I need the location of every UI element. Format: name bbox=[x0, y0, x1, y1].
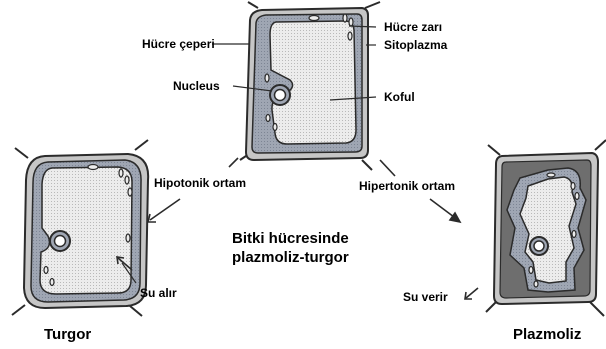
label-hypotonic-medium: Hipotonik ortam bbox=[154, 176, 246, 190]
label-vacuole: Koful bbox=[384, 90, 415, 104]
normal-cell bbox=[240, 2, 380, 170]
label-turgor: Turgor bbox=[44, 326, 91, 344]
label-cell-membrane: Hücre zarı bbox=[384, 20, 442, 34]
label-water-out: Su verir bbox=[403, 290, 448, 304]
nucleus-shape bbox=[270, 85, 290, 105]
diagram-title-line1: Bitki hücresinde bbox=[232, 229, 349, 248]
turgor-cell bbox=[12, 140, 148, 316]
label-water-in: Su alır bbox=[140, 286, 177, 300]
diagram-title-line2: plazmoliz-turgor bbox=[232, 248, 349, 267]
nucleus-shape bbox=[50, 231, 70, 251]
label-hypertonic-medium: Hipertonik ortam bbox=[359, 179, 455, 193]
label-cell-wall: Hücre çeperi bbox=[142, 37, 215, 51]
nucleus-shape bbox=[530, 237, 548, 255]
vacuole bbox=[40, 167, 132, 294]
label-cytoplasm: Sitoplazma bbox=[384, 38, 447, 52]
label-plasmolysis: Plazmoliz bbox=[513, 326, 581, 344]
plasmolysis-cell bbox=[486, 140, 606, 316]
label-nucleus: Nucleus bbox=[173, 79, 220, 93]
